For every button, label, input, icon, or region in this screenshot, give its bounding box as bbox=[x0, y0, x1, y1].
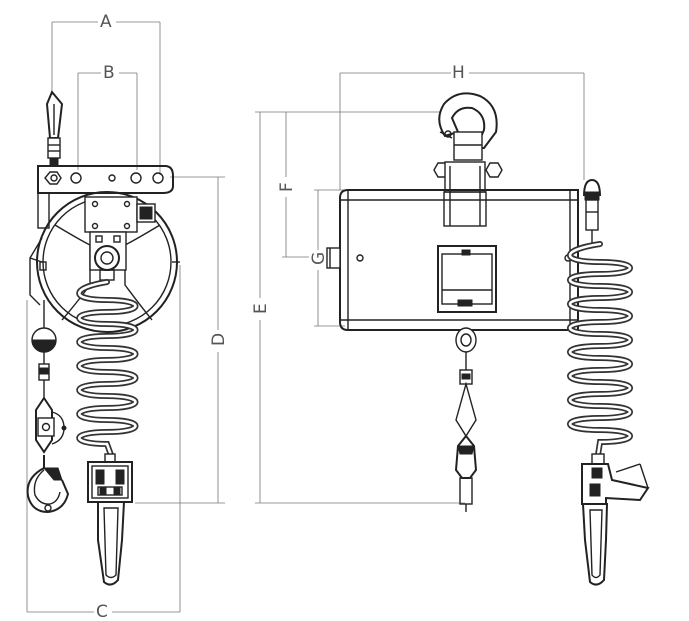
suspension-hook-icon bbox=[433, 92, 503, 227]
drum-housing bbox=[29, 191, 180, 333]
side-hose-fitting bbox=[583, 178, 601, 244]
dimension-label-e: E bbox=[251, 303, 271, 314]
dimension-labels: A B C D E F G H bbox=[94, 10, 469, 621]
top-carabiner-icon bbox=[45, 90, 64, 167]
front-air-coupling-block bbox=[581, 453, 650, 505]
front-view bbox=[326, 92, 650, 586]
front-tool-handle-icon bbox=[581, 503, 609, 586]
tool-handle-icon bbox=[97, 501, 126, 586]
load-hook-icon bbox=[26, 455, 70, 514]
coiled-air-hose-icon bbox=[76, 279, 139, 458]
dimension-lines bbox=[26, 21, 585, 613]
dimension-label-b: B bbox=[103, 63, 115, 83]
dimension-label-d: D bbox=[209, 333, 229, 346]
dimension-label-f: F bbox=[277, 182, 297, 192]
dimension-label-h: H bbox=[452, 63, 465, 83]
front-coiled-air-hose-icon bbox=[567, 241, 633, 458]
dimension-label-g: G bbox=[309, 252, 329, 265]
side-view bbox=[26, 90, 180, 586]
cable-and-hook-icon bbox=[26, 300, 70, 514]
front-cable-and-clamp-icon bbox=[454, 327, 478, 512]
balancer-drum-body bbox=[326, 189, 579, 331]
dimension-label-a: A bbox=[100, 12, 112, 32]
air-coupling-block bbox=[87, 453, 133, 503]
dimension-label-c: C bbox=[96, 602, 108, 621]
mounting-plate bbox=[37, 165, 174, 229]
